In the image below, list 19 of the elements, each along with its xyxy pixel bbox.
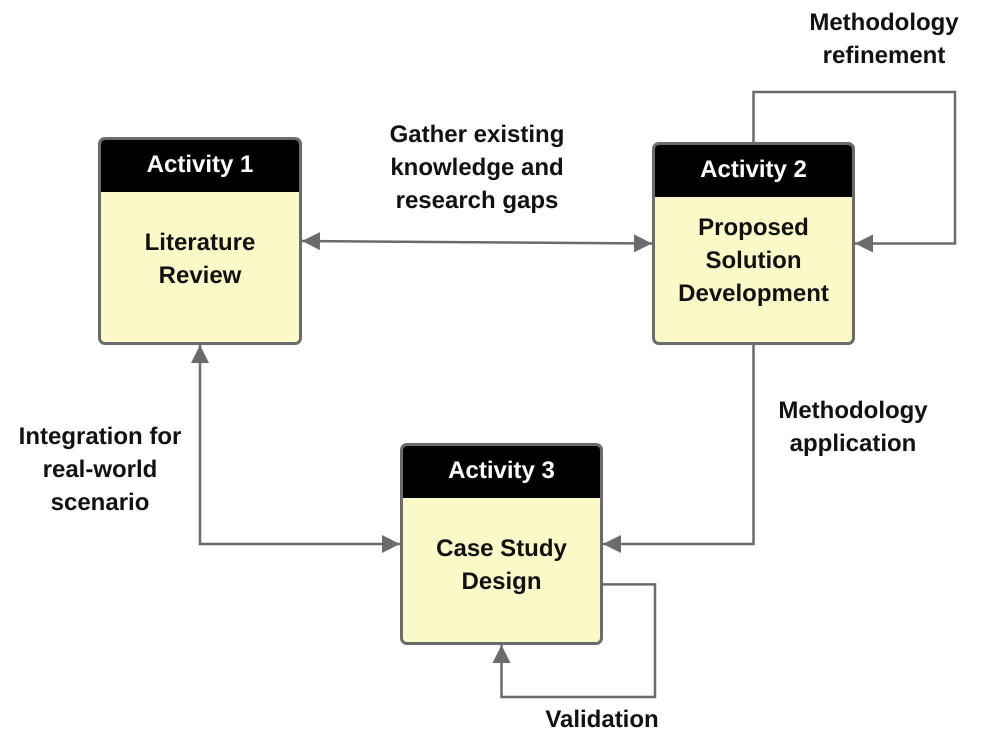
box-label: Proposed Solution Development — [677, 213, 830, 309]
edge-label: Gather existing knowledge and research gaps — [388, 120, 566, 216]
activity-box — [400, 443, 603, 645]
box-header: Activity 3 — [403, 446, 600, 498]
box-header: Activity 1 — [101, 140, 299, 192]
edge-label: Integration for real-world scenario — [18, 422, 182, 518]
arrow — [492, 583, 656, 698]
edge-label: Validation — [544, 705, 660, 735]
arrow — [302, 232, 652, 252]
edge-label: Methodology refinement — [808, 8, 960, 71]
arrow — [603, 345, 755, 553]
edge-label: Methodology application — [777, 396, 929, 459]
box-header: Activity 2 — [655, 145, 852, 197]
box-label: Literature Review — [144, 228, 256, 291]
arrow — [752, 90, 956, 252]
arrow — [191, 345, 400, 553]
box-label: Case Study Design — [435, 534, 568, 597]
activity-box — [652, 142, 855, 345]
activity-box — [98, 137, 302, 345]
